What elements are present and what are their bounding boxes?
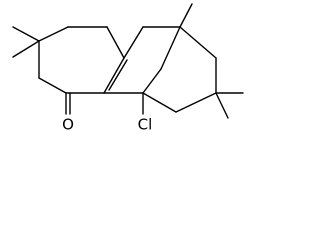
chlorine-atom-label: Cl xyxy=(138,116,153,134)
oxygen-atom-label: O xyxy=(62,116,74,134)
methyl-bond xyxy=(215,92,229,119)
bond xyxy=(38,26,69,42)
bond xyxy=(123,26,144,59)
double-bond xyxy=(108,59,128,91)
double-bond xyxy=(103,57,125,94)
chemical-structure-diagram: O Cl xyxy=(12,3,244,134)
methyl-bond xyxy=(12,40,40,58)
bridge-bond xyxy=(142,68,162,94)
bridge-bond xyxy=(160,26,181,70)
bond xyxy=(175,92,217,113)
methyl-bond xyxy=(12,26,40,42)
bond xyxy=(179,26,217,59)
bond xyxy=(38,77,67,94)
methyl-bond xyxy=(179,3,193,28)
bond xyxy=(142,92,177,113)
bond xyxy=(106,26,125,59)
